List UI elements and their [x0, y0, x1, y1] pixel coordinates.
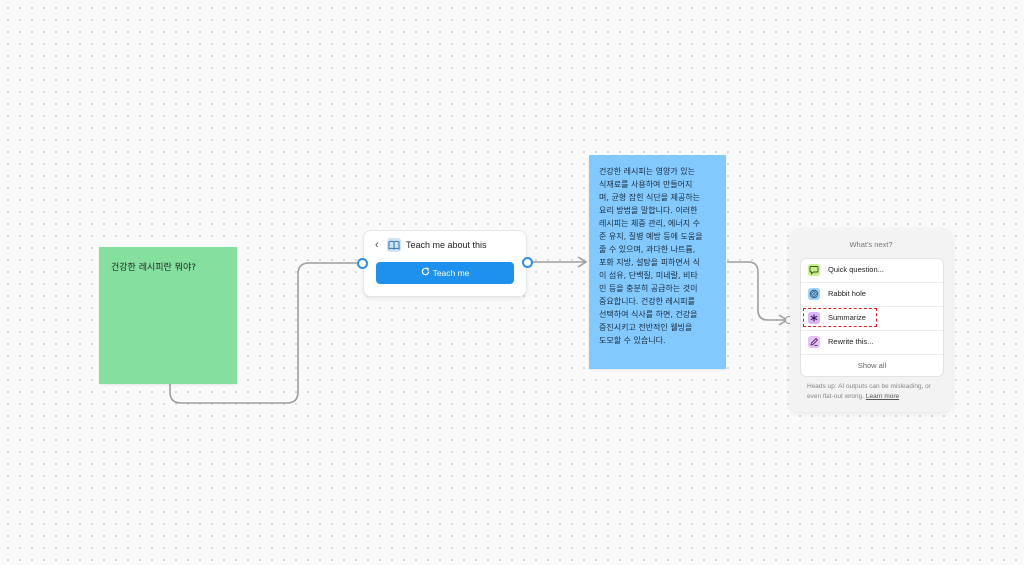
selection-highlight — [803, 308, 877, 327]
ai-disclaimer: Heads up: AI outputs can be misleading, … — [807, 382, 942, 402]
option-quick-question[interactable]: Quick question... — [801, 259, 943, 283]
answer-line: 준 유지, 질병 예방 등에 도움을 — [599, 232, 703, 241]
teach-me-button-label: Teach me — [432, 268, 470, 278]
answer-line: 포화 지방, 설탕을 피하면서 식 — [599, 258, 701, 267]
panel-heading: What's next? — [849, 240, 893, 249]
option-label: Rewrite this... — [828, 337, 874, 346]
show-all-button[interactable]: Show all — [801, 355, 943, 376]
pen-icon — [808, 336, 820, 348]
answer-line: 중요합니다. 건강한 레시피를 — [599, 297, 695, 306]
answer-line: 증진시키고 전반적인 웰빙을 — [599, 323, 693, 332]
chevron-left-icon[interactable]: ‹ — [375, 239, 379, 251]
asterisk-icon — [808, 312, 820, 324]
answer-sticky-note[interactable]: 건강한 레시피는 영양가 있는 식재료를 사용하여 만들어지 며, 균형 잡힌 … — [589, 155, 726, 369]
option-label: Rabbit hole — [828, 289, 866, 298]
answer-line: 도모할 수 있습니다. — [599, 336, 666, 345]
question-sticky-note[interactable]: 건강한 레시피란 뭐야? — [99, 247, 237, 384]
disclaimer-text: Heads up: AI outputs can be misleading, … — [807, 383, 931, 400]
answer-text: 건강한 레시피는 영양가 있는 식재료를 사용하여 만들어지 며, 균형 잡힌 … — [599, 165, 717, 347]
option-label: Summarize — [828, 313, 866, 322]
answer-line: 이 섬유, 단백질, 미네랄, 비타 — [599, 271, 698, 280]
option-rabbit-hole[interactable]: Rabbit hole — [801, 283, 943, 307]
answer-line: 며, 균형 잡힌 식단을 제공하는 — [599, 193, 701, 202]
teach-me-card[interactable]: ‹ Teach me about this Teach me — [363, 230, 527, 297]
teach-me-button[interactable]: Teach me — [376, 262, 514, 284]
refresh-icon — [421, 262, 430, 284]
learn-more-link[interactable]: Learn more — [865, 393, 900, 400]
input-port[interactable] — [357, 258, 368, 269]
answer-line: 선택하여 식사를 하면, 건강을 — [599, 310, 698, 319]
output-port[interactable] — [522, 257, 533, 268]
answer-line: 요리 방법을 말합니다. 이러한 — [599, 206, 698, 215]
book-icon — [387, 238, 401, 252]
options-list: Quick question... Rabbit hole Summarize — [800, 258, 944, 377]
question-text: 건강한 레시피란 뭐야? — [111, 263, 197, 273]
show-all-label: Show all — [857, 361, 887, 370]
option-rewrite[interactable]: Rewrite this... — [801, 331, 943, 355]
option-summarize[interactable]: Summarize — [801, 307, 943, 331]
answer-line: 민 등을 충분히 공급하는 것이 — [599, 284, 698, 293]
card-title: Teach me about this — [406, 240, 487, 250]
answer-line: 건강한 레시피는 영양가 있는 — [599, 167, 695, 176]
whats-next-panel: What's next? Quick question... Rabbit ho… — [790, 228, 952, 412]
answer-line: 줄 수 있으며, 과다한 나트륨, — [599, 245, 696, 254]
option-label: Quick question... — [828, 265, 884, 274]
speech-bubble-icon — [808, 264, 820, 276]
answer-line: 식재료를 사용하여 만들어지 — [599, 180, 693, 189]
answer-line: 레시피는 체중 관리, 에너지 수 — [599, 219, 701, 228]
spiral-icon — [808, 288, 820, 300]
